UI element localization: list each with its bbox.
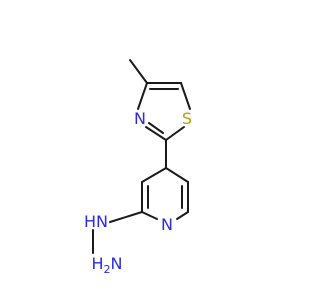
- bond-c5-s: [180, 82, 191, 110]
- atom-hydrazine-nh: HN: [84, 212, 108, 231]
- nh2-n: N: [111, 254, 123, 273]
- bond-py-n1-c2: [141, 211, 158, 220]
- structure-diagram: S N N HN H2N: [84, 59, 192, 276]
- bond-c2-nh: [109, 211, 143, 223]
- nh2-subscript: 2: [104, 263, 111, 276]
- bond-c2-n3: [145, 126, 167, 141]
- bond-methyl: [129, 59, 148, 84]
- molecule-drawing: S N N HN H2N: [84, 59, 192, 276]
- svg-text:H2N: H2N: [92, 254, 123, 276]
- atom-thiazole-nitrogen: N: [134, 109, 146, 128]
- nh2-h: H: [92, 254, 104, 273]
- bond-py-c4-c5: [165, 167, 189, 183]
- atom-hydrazine-nh2: H2N: [92, 254, 123, 276]
- bond-c2-n3-double: [148, 122, 164, 134]
- atom-pyridine-nitrogen: N: [161, 215, 173, 234]
- bond-n3-c4: [137, 82, 148, 110]
- bond-s-c2: [165, 126, 185, 141]
- atom-sulfur: S: [182, 109, 192, 128]
- bond-py-c3-c4: [141, 167, 167, 183]
- bond-py-c6-n1: [176, 211, 189, 220]
